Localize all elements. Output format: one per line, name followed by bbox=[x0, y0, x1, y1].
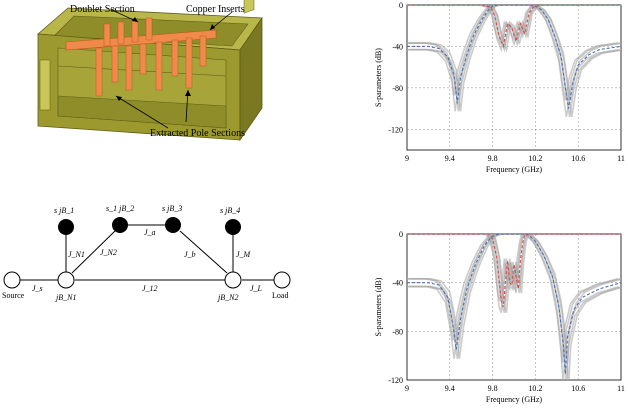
chart1-x-tick-label: 11 bbox=[617, 384, 625, 393]
label-doublet-section: Doublet Section bbox=[70, 4, 135, 15]
insert-finger-5 bbox=[155, 41, 163, 91]
label-resonator-4: s jB_4 bbox=[220, 206, 240, 215]
insert-finger-2 bbox=[111, 45, 119, 83]
label-extracted-pole-sections: Extracted Pole Sections bbox=[150, 128, 245, 139]
chart0-x-tick-label: 9 bbox=[405, 154, 409, 163]
chart0-variation-curve bbox=[410, 5, 621, 53]
chart1-plot-area bbox=[406, 233, 622, 381]
node-n2 bbox=[224, 271, 242, 289]
node-n1 bbox=[57, 271, 75, 289]
label-n1: jB_N1 bbox=[55, 293, 76, 302]
label-j-n1: J_N1 bbox=[68, 250, 85, 259]
chart0-variation-curve bbox=[410, 5, 621, 118]
label-j-s: J_s bbox=[32, 284, 43, 293]
node-source bbox=[3, 271, 21, 289]
chart0-x-axis-label: Frequency (GHz) bbox=[486, 165, 543, 174]
chart1-series-s21-line bbox=[407, 234, 621, 374]
chart1-x-tick-label: 9.8 bbox=[488, 384, 498, 393]
label-resonator-3: s jB_3 bbox=[162, 204, 182, 213]
coupling-diagram-svg: Source Load jB_N1 jB_N2 s jB_1 s_1 jB_2 … bbox=[2, 204, 291, 302]
chart1-y-tick-label: -40 bbox=[392, 279, 403, 288]
callout-extracted-line-1 bbox=[115, 95, 169, 129]
chart1-x-tick-label: 10.2 bbox=[528, 384, 542, 393]
insert-doublet-prong-2 bbox=[117, 21, 125, 45]
label-source: Source bbox=[2, 291, 25, 300]
chart0-x-tick-label: 9.4 bbox=[445, 154, 455, 163]
chart0-series-s11-line bbox=[407, 5, 621, 49]
chart0-y-tick-label: 0 bbox=[399, 1, 403, 10]
node-resonator-3 bbox=[165, 217, 181, 233]
line-n1-r2 bbox=[71, 230, 116, 274]
chart1-y-tick-label: -120 bbox=[388, 376, 403, 385]
chart1-variation-curve bbox=[410, 234, 621, 314]
callout-doublet-arrowhead bbox=[132, 17, 138, 22]
insert-finger-4 bbox=[139, 43, 147, 75]
node-resonator-1 bbox=[58, 219, 74, 235]
label-j-l: J_L bbox=[250, 284, 263, 293]
insert-finger-6 bbox=[171, 39, 179, 77]
callout-extracted-arrowhead-2 bbox=[185, 90, 191, 96]
chart0-x-tick-label: 11 bbox=[617, 154, 625, 163]
chart1-variation-curve bbox=[410, 234, 621, 380]
label-load: Load bbox=[272, 291, 288, 300]
housing-left-slot bbox=[39, 59, 51, 111]
label-copper-inserts: Copper Inserts bbox=[186, 4, 245, 15]
insert-finger-1 bbox=[95, 47, 103, 97]
insert-finger-7 bbox=[185, 37, 193, 89]
line-r3-n2 bbox=[179, 230, 228, 274]
chart0-variation-curve bbox=[408, 5, 621, 118]
chart1-y-axis-label: S-parameters (dB) bbox=[374, 277, 383, 336]
chart0-x-tick-label: 10.6 bbox=[571, 154, 585, 163]
housing-right-face bbox=[239, 16, 263, 142]
chart0-x-tick-label: 9.8 bbox=[488, 154, 498, 163]
insert-doublet-prong-1 bbox=[103, 23, 111, 47]
chart0-y-tick-label: -120 bbox=[388, 125, 403, 134]
label-resonator-1: s jB_1 bbox=[54, 206, 74, 215]
chart1-x-tick-label: 9 bbox=[405, 384, 409, 393]
chart1-variation-curve bbox=[409, 234, 621, 363]
chart0-y-tick-label: -80 bbox=[392, 84, 403, 93]
chart0-series-group bbox=[407, 5, 621, 118]
insert-finger-3 bbox=[125, 45, 133, 91]
chart0-x-tick-label: 10.2 bbox=[528, 154, 542, 163]
node-resonator-4 bbox=[225, 219, 241, 235]
label-n2: jB_N2 bbox=[217, 293, 238, 302]
insert-doublet-prong-4 bbox=[145, 17, 153, 41]
node-load bbox=[273, 271, 291, 289]
label-j-n2: J_N2 bbox=[100, 248, 117, 257]
chart0-variation-curve bbox=[407, 5, 618, 101]
chart1-x-tick-label: 9.4 bbox=[445, 384, 455, 393]
filter-3d-model: Doublet Section Copper Inserts Extracted… bbox=[0, 0, 300, 160]
chart1-y-tick-label: 0 bbox=[399, 230, 403, 239]
chart1-series-group bbox=[407, 234, 621, 380]
chart1-x-axis-label: Frequency (GHz) bbox=[486, 395, 543, 404]
label-j-m: J_M bbox=[236, 250, 252, 259]
chart0-y-axis-label: S-parameters (dB) bbox=[374, 48, 383, 107]
chart0-y-tick-label: -40 bbox=[392, 42, 403, 51]
insert-main-bar bbox=[65, 29, 217, 51]
label-j-12: J_12 bbox=[142, 284, 158, 293]
housing-right-slot bbox=[243, 0, 255, 14]
filter-3d-svg: Doublet Section Copper Inserts Extracted… bbox=[37, 0, 263, 142]
coupling-diagram: Source Load jB_N1 jB_N2 s jB_1 s_1 jB_2 … bbox=[0, 195, 310, 310]
callout-copper-arrowhead bbox=[210, 24, 215, 30]
label-resonator-2: s_1 jB_2 bbox=[106, 204, 134, 213]
chart1-x-tick-label: 10.6 bbox=[571, 384, 585, 393]
callout-extracted-arrowhead-1 bbox=[116, 96, 122, 101]
node-resonator-2 bbox=[112, 217, 128, 233]
chart1-series-s11-line bbox=[407, 234, 621, 308]
chart0-variation-curve bbox=[409, 5, 621, 101]
chart1-y-tick-label: -80 bbox=[392, 327, 403, 336]
insert-finger-8 bbox=[199, 35, 207, 67]
label-j-b: J_b bbox=[184, 250, 196, 259]
label-j-a: J_a bbox=[144, 228, 156, 237]
insert-doublet-prong-3 bbox=[131, 19, 139, 43]
